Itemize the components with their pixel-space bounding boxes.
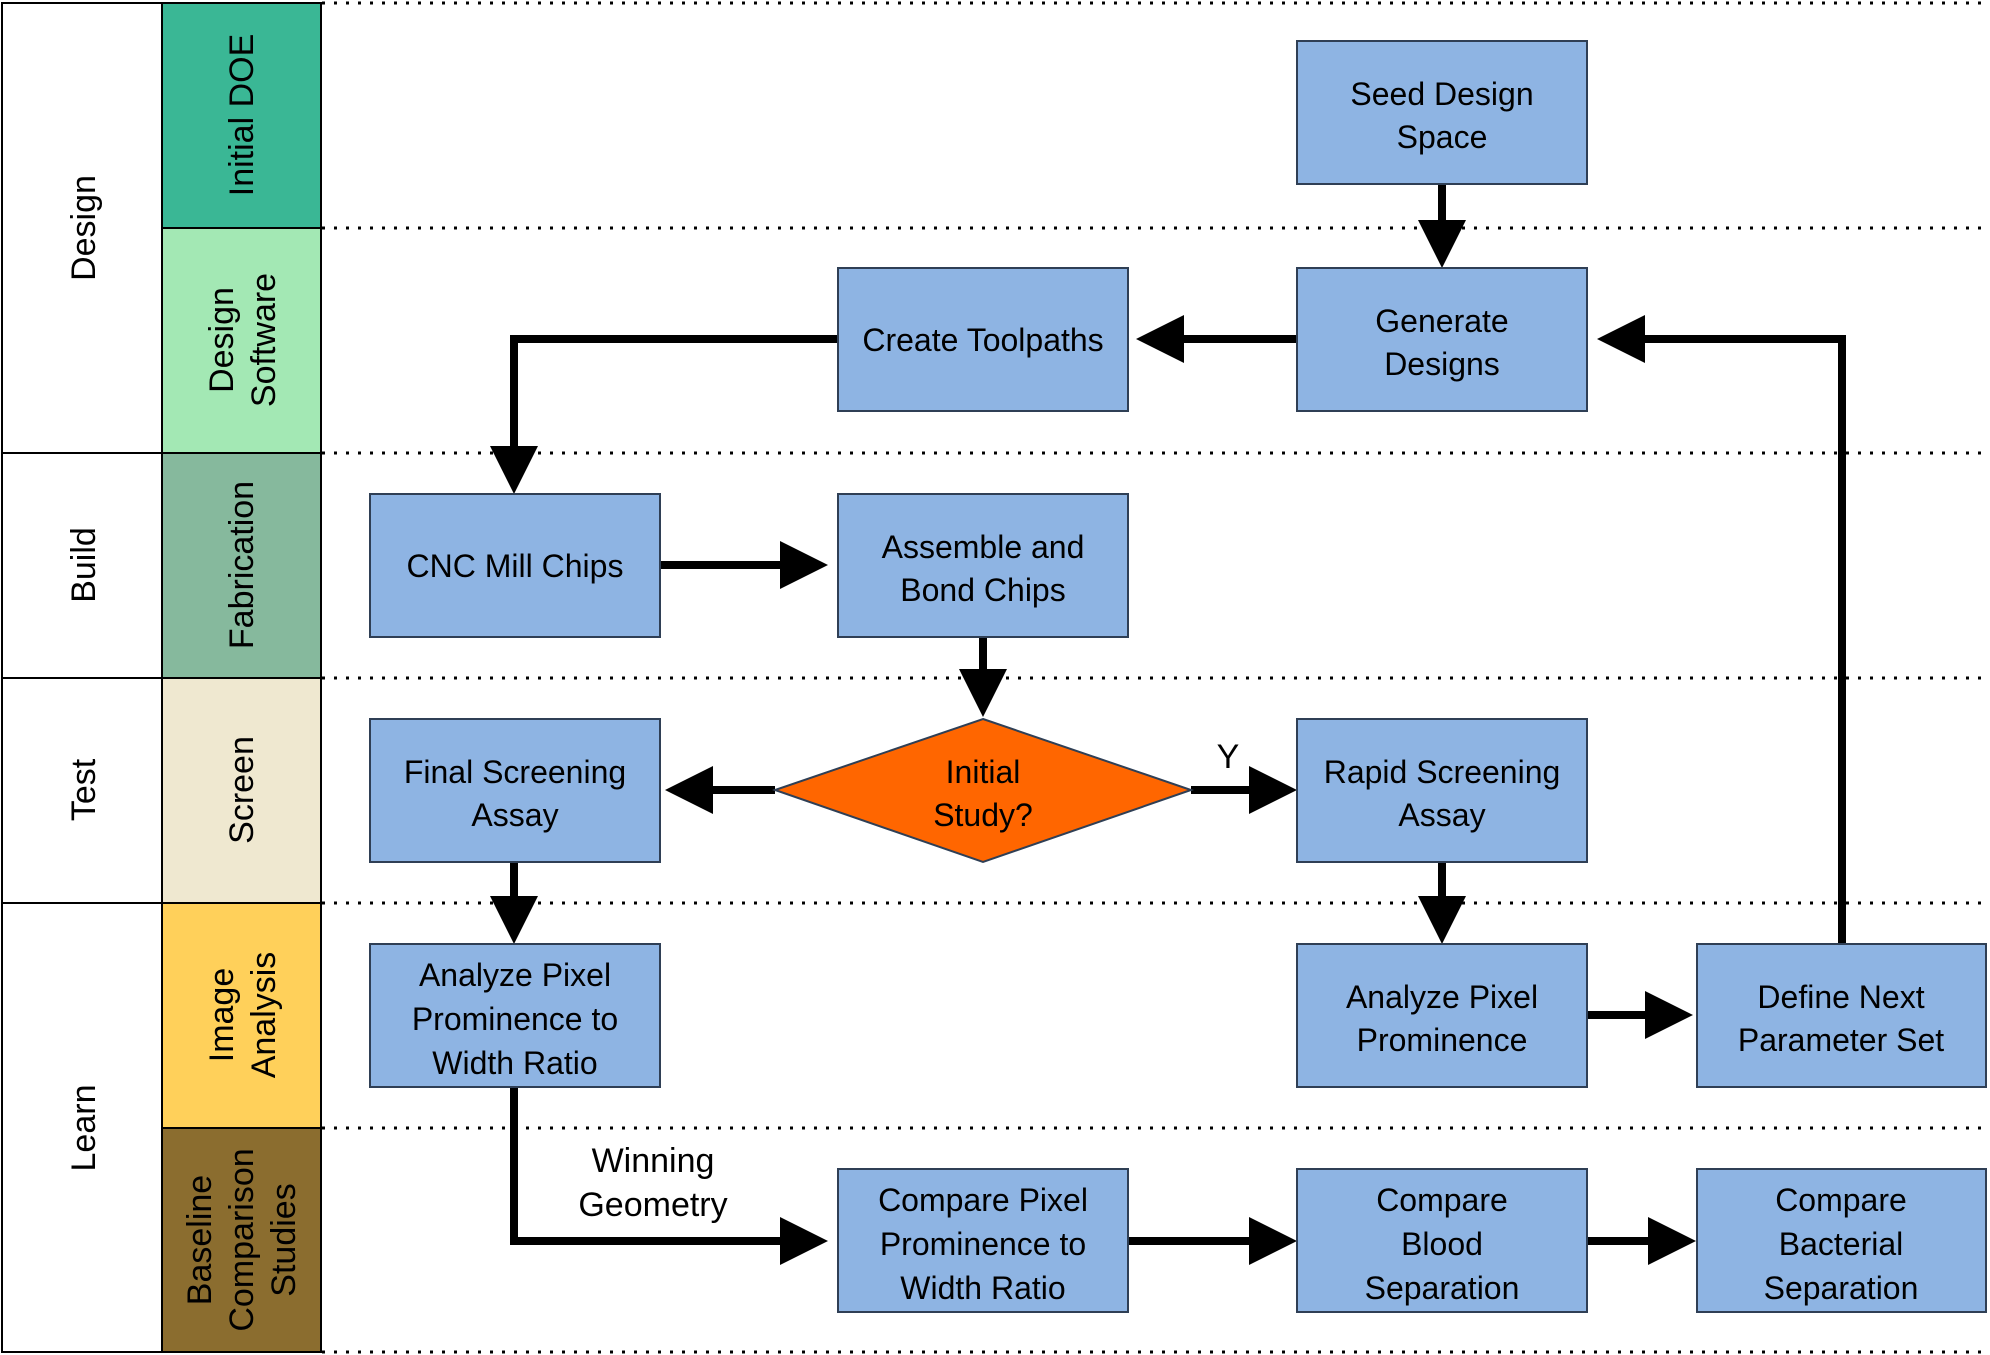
stage-label-line: Analysis bbox=[245, 952, 283, 1079]
stage-label-baseline-comparison: Baseline Comparison Studies bbox=[181, 1148, 303, 1331]
stage-cell-fabrication bbox=[161, 452, 322, 679]
box-label-line: Separation bbox=[1365, 1270, 1520, 1306]
edge-label-yes: Y bbox=[1217, 738, 1240, 776]
stage-label-line: Fabrication bbox=[223, 481, 261, 649]
node-analyze-pixel-prominence[interactable]: Analyze Pixel Prominence bbox=[1296, 943, 1588, 1088]
box-label-line: Define Next bbox=[1757, 979, 1924, 1015]
box-label-line: Separation bbox=[1764, 1270, 1919, 1306]
box-label-line: Final Screening bbox=[404, 754, 626, 790]
process-box bbox=[1696, 1168, 1987, 1313]
stage-label-initial-doe: Initial DOE bbox=[223, 34, 261, 197]
process-box bbox=[837, 493, 1129, 638]
node-compare-pixel-ratio[interactable]: Compare Pixel Prominence to Width Ratio bbox=[837, 1168, 1129, 1313]
phase-label-test: Test bbox=[65, 758, 103, 821]
stage-label-line: Comparison bbox=[223, 1148, 261, 1331]
box-label-line: Analyze Pixel bbox=[419, 957, 611, 993]
stage-label-screen: Screen bbox=[223, 736, 261, 844]
node-create-toolpaths[interactable]: Create Toolpaths bbox=[837, 267, 1129, 412]
process-box bbox=[369, 493, 661, 638]
node-compare-bacterial-separation[interactable]: Compare Bacterial Separation bbox=[1696, 1168, 1987, 1313]
phase-cell-design bbox=[1, 2, 163, 454]
box-label-line: Initial bbox=[946, 754, 1021, 790]
stage-label-design-software: Design Software bbox=[203, 273, 283, 407]
node-final-screening-assay[interactable]: Final Screening Assay bbox=[369, 718, 661, 863]
process-box bbox=[369, 943, 661, 1088]
box-label-line: Generate bbox=[1375, 303, 1508, 339]
edge-label-winning-geometry: Geometry bbox=[578, 1186, 727, 1224]
stage-label-line: Screen bbox=[223, 736, 261, 844]
box-label-line: Parameter Set bbox=[1738, 1022, 1944, 1058]
row-separators bbox=[322, 1, 1985, 1354]
phase-label-learn: Learn bbox=[65, 1085, 103, 1172]
phase-column: Design Build Test Learn bbox=[1, 2, 163, 1353]
process-box bbox=[1296, 40, 1588, 185]
node-analyze-pixel-ratio[interactable]: Analyze Pixel Prominence to Width Ratio bbox=[369, 943, 661, 1088]
process-box bbox=[369, 718, 661, 863]
box-label-line: Width Ratio bbox=[900, 1270, 1065, 1306]
process-box bbox=[1696, 943, 1987, 1088]
box-label-line: Assay bbox=[471, 797, 558, 833]
arrow-toolpaths-to-cnc bbox=[490, 335, 838, 494]
box-label-line: Compare bbox=[1376, 1182, 1508, 1218]
box-label-line: Space bbox=[1397, 119, 1488, 155]
box-label-line: Prominence to bbox=[880, 1226, 1086, 1262]
box-label-line: Create Toolpaths bbox=[862, 322, 1103, 358]
stage-column: Initial DOE Design Software Fabrication … bbox=[161, 2, 322, 1353]
box-label-line: Bond Chips bbox=[900, 572, 1065, 608]
process-box bbox=[1296, 1168, 1588, 1313]
box-label-line: Width Ratio bbox=[432, 1045, 597, 1081]
stage-cell-baseline-comparison bbox=[161, 1127, 322, 1353]
stage-label-line: Design bbox=[203, 287, 241, 393]
phase-label-design: Design bbox=[65, 175, 103, 281]
box-label-line: Assay bbox=[1398, 797, 1485, 833]
phase-cell-test bbox=[1, 677, 163, 904]
box-label-line: Blood bbox=[1401, 1226, 1483, 1262]
box-label-line: CNC Mill Chips bbox=[407, 548, 624, 584]
node-define-next-parameter-set[interactable]: Define Next Parameter Set bbox=[1696, 943, 1987, 1088]
box-label-line: Analyze Pixel bbox=[1346, 979, 1538, 1015]
stage-label-line: Software bbox=[245, 273, 283, 407]
phase-label-build: Build bbox=[65, 527, 103, 603]
process-box bbox=[1296, 943, 1588, 1088]
stage-cell-screen bbox=[161, 677, 322, 904]
stage-label-fabrication: Fabrication bbox=[223, 481, 261, 649]
box-label-line: Assemble and bbox=[882, 529, 1085, 565]
node-assemble-bond-chips[interactable]: Assemble and Bond Chips bbox=[837, 493, 1129, 638]
box-label-line: Seed Design bbox=[1350, 76, 1533, 112]
box-label-line: Designs bbox=[1384, 346, 1500, 382]
process-box bbox=[1296, 267, 1588, 412]
phase-cell-learn bbox=[1, 902, 163, 1353]
box-label-line: Compare Pixel bbox=[878, 1182, 1088, 1218]
connectors bbox=[490, 184, 1846, 1265]
edge-label-winning-geometry: Winning bbox=[592, 1142, 715, 1180]
stage-cell-image-analysis bbox=[161, 902, 322, 1129]
box-label-line: Prominence to bbox=[412, 1001, 618, 1037]
decision-diamond bbox=[771, 717, 1195, 864]
box-label-line: Compare bbox=[1775, 1182, 1907, 1218]
stage-label-line: Baseline bbox=[181, 1175, 219, 1305]
stage-label-image-analysis: Image Analysis bbox=[203, 952, 283, 1079]
box-label-line: Rapid Screening bbox=[1324, 754, 1561, 790]
box-label-line: Study? bbox=[933, 797, 1033, 833]
arrow-ratio-to-compare bbox=[510, 1087, 828, 1265]
node-seed-design-space[interactable]: Seed Design Space bbox=[1296, 40, 1588, 185]
stage-cell-design-software bbox=[161, 227, 322, 454]
node-rapid-screening-assay[interactable]: Rapid Screening Assay bbox=[1296, 718, 1588, 863]
process-box bbox=[1296, 718, 1588, 863]
process-box bbox=[837, 267, 1129, 412]
box-label-line: Bacterial bbox=[1779, 1226, 1904, 1262]
process-box bbox=[837, 1168, 1129, 1313]
stage-cell-initial-doe bbox=[161, 2, 322, 229]
node-compare-blood-separation[interactable]: Compare Blood Separation bbox=[1296, 1168, 1588, 1313]
stage-label-line: Studies bbox=[265, 1183, 303, 1296]
stage-label-line: Initial DOE bbox=[223, 34, 261, 197]
stage-label-line: Image bbox=[203, 968, 241, 1063]
node-cnc-mill-chips[interactable]: CNC Mill Chips bbox=[369, 493, 661, 638]
node-generate-designs[interactable]: Generate Designs bbox=[1296, 267, 1588, 412]
box-label-line: Prominence bbox=[1357, 1022, 1528, 1058]
arrow-define-to-generate bbox=[1597, 315, 1846, 944]
node-initial-study-decision[interactable]: Initial Study? bbox=[771, 717, 1195, 864]
